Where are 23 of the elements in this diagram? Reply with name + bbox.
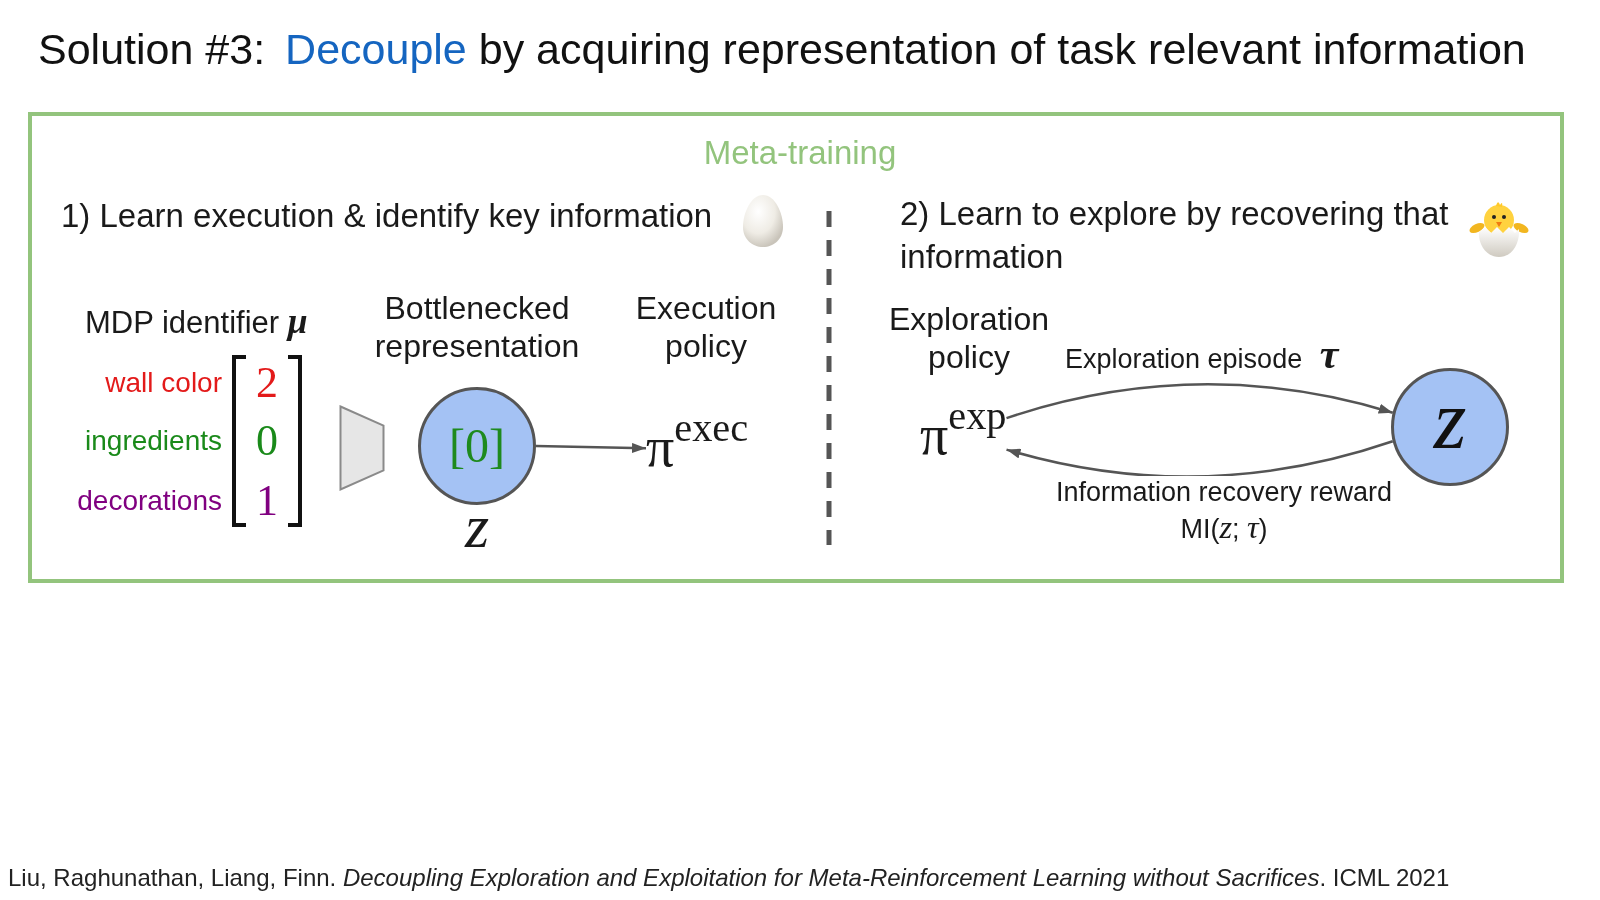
- math-expression: π$^{exec}$: [646, 408, 749, 475]
- curved-arrow: [1006, 440, 1394, 478]
- row-label: decorations: [77, 484, 222, 518]
- vector-value: 1: [256, 474, 278, 527]
- row-label: wall color: [105, 366, 222, 400]
- node-caption: Bottlenecked representation: [374, 288, 580, 366]
- node-caption: Exploration policy: [888, 299, 1050, 377]
- math-expression: π$^{exp}$: [920, 396, 1007, 463]
- vector-value: 0: [256, 414, 278, 467]
- row-label: ingredients: [85, 424, 222, 458]
- circle-node: [0]: [418, 387, 536, 505]
- node-caption: Execution policy: [635, 288, 777, 366]
- arrow: [535, 442, 647, 453]
- slide-title: Solution #3: Decouple by acquiring representation of task relevant information: [38, 24, 1526, 75]
- vector-label: MDP identifier μ: [85, 299, 308, 343]
- curved-arrow: [1006, 383, 1394, 420]
- group-title: Meta-training: [703, 133, 897, 173]
- vector-value: 2: [256, 356, 278, 409]
- section-heading: 1) Learn execution & identify key information: [61, 196, 713, 236]
- section-heading: 2) Learn to explore by recovering that information: [900, 194, 1450, 277]
- citation: Liu, Raghunathan, Liang, Finn. Decoupling Exploration and Exploitation for Meta-Reinforcement Learning without Sacrifices. ICML 2021: [8, 864, 1450, 893]
- trapezoid-shape: [339, 405, 385, 491]
- circle-node: z: [1391, 368, 1509, 486]
